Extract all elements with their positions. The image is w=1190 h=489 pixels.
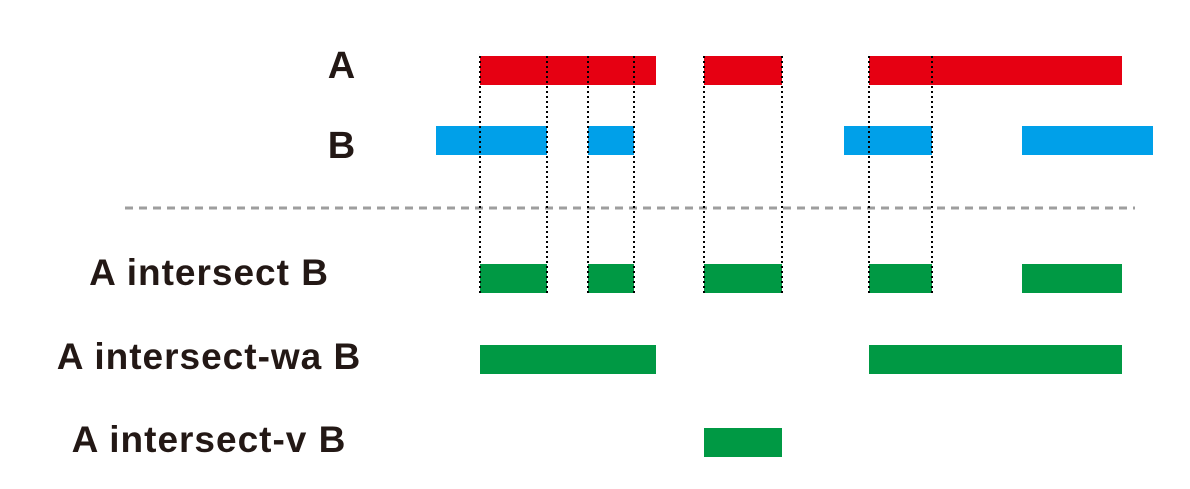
b-interval-3 xyxy=(844,126,932,155)
label-a: A xyxy=(328,45,356,87)
label-a-intersect-b: A intersect B xyxy=(89,252,329,293)
intersect-wa-interval-1 xyxy=(480,345,656,374)
label-a-intersect-v-b: A intersect-v B xyxy=(72,419,347,460)
b-interval-4 xyxy=(1022,126,1153,155)
intersect-wa-interval-2 xyxy=(869,345,1122,374)
intersect-interval-2 xyxy=(588,264,634,293)
intersect-interval-3 xyxy=(704,264,782,293)
label-a-intersect-wa-b: A intersect-wa B xyxy=(57,336,362,377)
a-interval-3 xyxy=(869,56,1122,85)
guide-lines xyxy=(479,56,933,293)
a-interval-2 xyxy=(704,56,782,85)
intersect-interval-5 xyxy=(1022,264,1122,293)
intersect-v-interval-1 xyxy=(704,428,782,457)
b-interval-1 xyxy=(436,126,547,155)
intersect-interval-1 xyxy=(480,264,547,293)
b-interval-2 xyxy=(588,126,634,155)
label-b: B xyxy=(328,125,356,167)
a-interval-1 xyxy=(480,56,656,85)
intersect-interval-4 xyxy=(869,264,932,293)
